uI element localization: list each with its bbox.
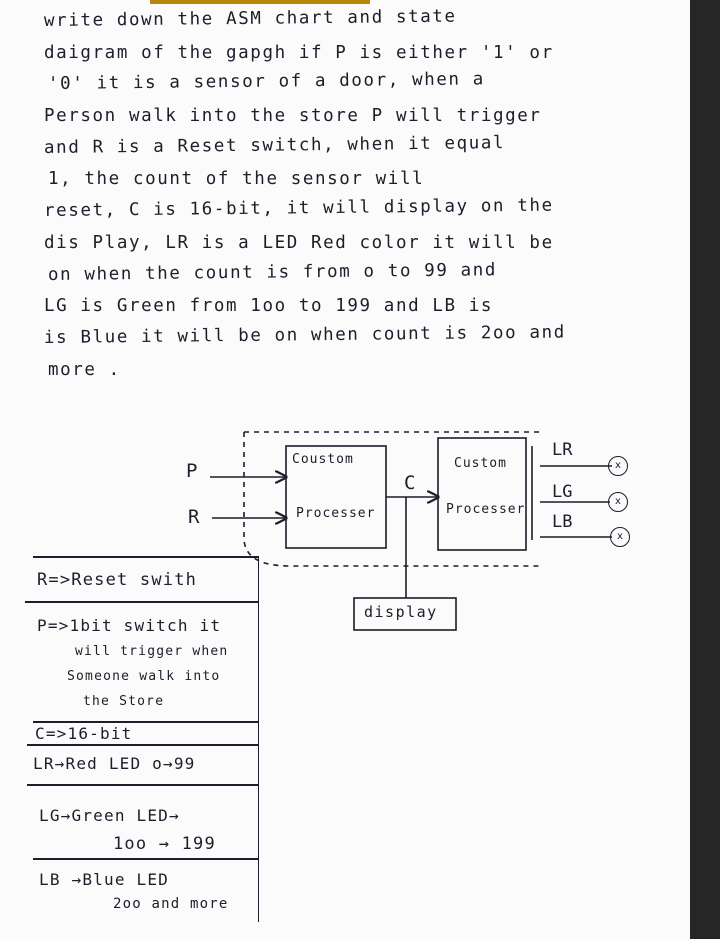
output-label-lr: LR [552,440,573,460]
note-line: Person walk into the store P will trigge… [44,106,542,127]
legend-rule [27,784,259,786]
system-boundary [243,431,540,567]
legend-rule [33,858,259,860]
legend-item-lg: 1oo → 199 [113,834,216,854]
legend-item-p: the Store [83,694,165,709]
note-line: daigram of the gapgh if P is either '1' … [44,42,554,63]
note-line: more . [48,359,121,380]
page-background-edge [690,0,720,939]
legend-item-lg: LG→Green LED→ [39,806,180,825]
page-top-edge [150,0,370,4]
output-label-lg: LG [552,482,573,502]
block-diagram [210,431,612,631]
output-label-lb: LB [552,512,573,532]
legend-item-lb: 2oo and more [113,896,229,912]
block1-label-bottom: Processer [296,506,376,521]
legend-rule [25,601,259,603]
block2-label-top: Custom [454,456,507,471]
legend-item-p: P=>1bit switch it [37,616,222,635]
legend-border [33,556,259,922]
led-green-symbol: x [608,492,628,512]
legend-item-p: will trigger when [75,644,229,659]
legend-item-lr: LR→Red LED o→99 [33,754,196,773]
note-line: LG is Green from 1oo to 199 and LB is [44,296,494,317]
legend-item-r: R=>Reset swith [37,570,198,590]
problem-statement: write down the ASM chart and state daigr… [44,6,684,386]
input-label-p: P [186,460,198,482]
notebook-page: write down the ASM chart and state daigr… [0,0,690,939]
legend-rule [27,744,259,746]
custom-processor-2 [437,437,527,551]
block1-label-top: Coustom [292,452,354,467]
link-label-c: C [404,472,416,494]
display-label: display [364,603,438,621]
led-blue-symbol: x [610,527,630,547]
note-line: dis Play, LR is a LED Red color it will … [44,232,554,253]
legend-item-lb: LB →Blue LED [39,870,169,889]
legend-item-p: Someone walk into [67,669,221,684]
display-box [353,597,457,631]
legend-rule [33,721,259,723]
led-red-symbol: x [608,456,628,476]
input-label-r: R [188,506,200,528]
block2-label-bottom: Processer [446,502,526,517]
legend-rule [33,556,259,558]
legend-item-c: C=>16-bit [35,724,133,743]
legend-box: R=>Reset swith P=>1bit switch it will tr… [25,556,259,922]
note-line: 1, the count of the sensor will [48,169,425,190]
